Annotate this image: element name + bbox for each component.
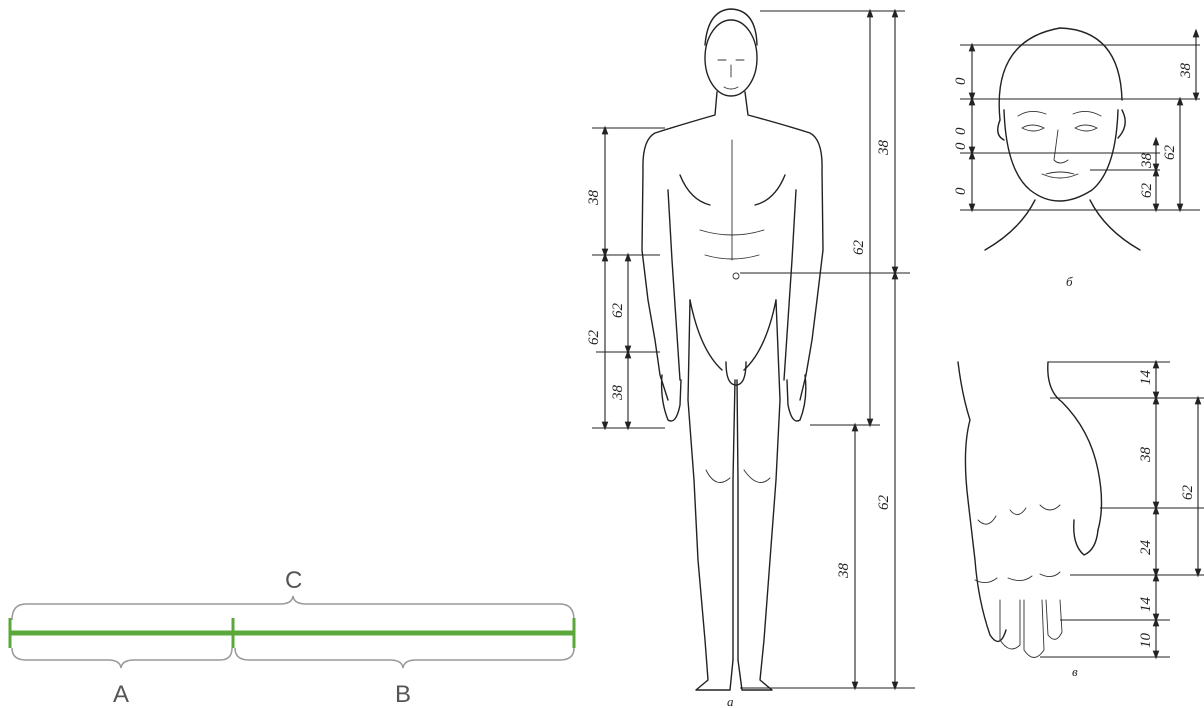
brace-c	[12, 596, 574, 620]
body-right-dim-2: 62	[851, 240, 867, 256]
body-left-dim-2: 62	[586, 330, 602, 346]
body-right-dimensions: 38 62 62 38	[740, 11, 915, 688]
head-caption: б	[1066, 274, 1073, 289]
body-left-dimensions: 38 62 62 38	[586, 128, 665, 428]
head-drawing	[985, 28, 1140, 250]
body-right-dim-3: 62	[876, 495, 892, 511]
body-caption: а	[727, 694, 734, 708]
body-right-dim-1: 38	[876, 140, 892, 157]
body-right-dim-4: 38	[836, 563, 852, 580]
hand-caption: в	[1072, 664, 1078, 679]
human-body-drawing	[642, 9, 823, 690]
head-left-dim-1: 0	[953, 77, 969, 85]
brace-b	[235, 648, 574, 668]
body-figure: 38 62 62 38 38 62 62 38 а	[586, 9, 915, 708]
label-a: A	[113, 681, 129, 708]
head-figure: 0 0 0 0 38 62 38 62 б	[953, 28, 1200, 289]
hand-dim-1: 14	[1138, 370, 1154, 386]
label-c: C	[285, 567, 302, 594]
label-b: B	[395, 681, 411, 708]
hand-dim-4: 14	[1138, 597, 1154, 613]
hand-figure: 14 38 24 14 10 62 в	[958, 362, 1204, 679]
head-left-dim-3: 0	[953, 142, 969, 150]
body-left-dim-1: 38	[586, 190, 602, 207]
hand-dim-6: 62	[1180, 485, 1196, 501]
head-right-dim-4: 62	[1139, 183, 1155, 199]
head-right-dim-2: 62	[1162, 145, 1178, 161]
segment-diagram: C A B	[10, 567, 574, 708]
hand-dim-2: 38	[1138, 447, 1154, 464]
hand-dim-3: 24	[1138, 540, 1154, 556]
hand-dim-5: 10	[1138, 633, 1154, 649]
body-left-dim-3: 62	[610, 303, 626, 319]
brace-a	[12, 648, 232, 668]
hand-drawing	[958, 362, 1102, 658]
head-right-dim-1: 38	[1178, 63, 1194, 80]
head-left-dim-4: 0	[953, 187, 969, 195]
body-left-dim-4: 38	[610, 385, 626, 402]
head-left-dim-2: 0	[953, 127, 969, 135]
head-right-dim-3: 38	[1139, 153, 1155, 170]
